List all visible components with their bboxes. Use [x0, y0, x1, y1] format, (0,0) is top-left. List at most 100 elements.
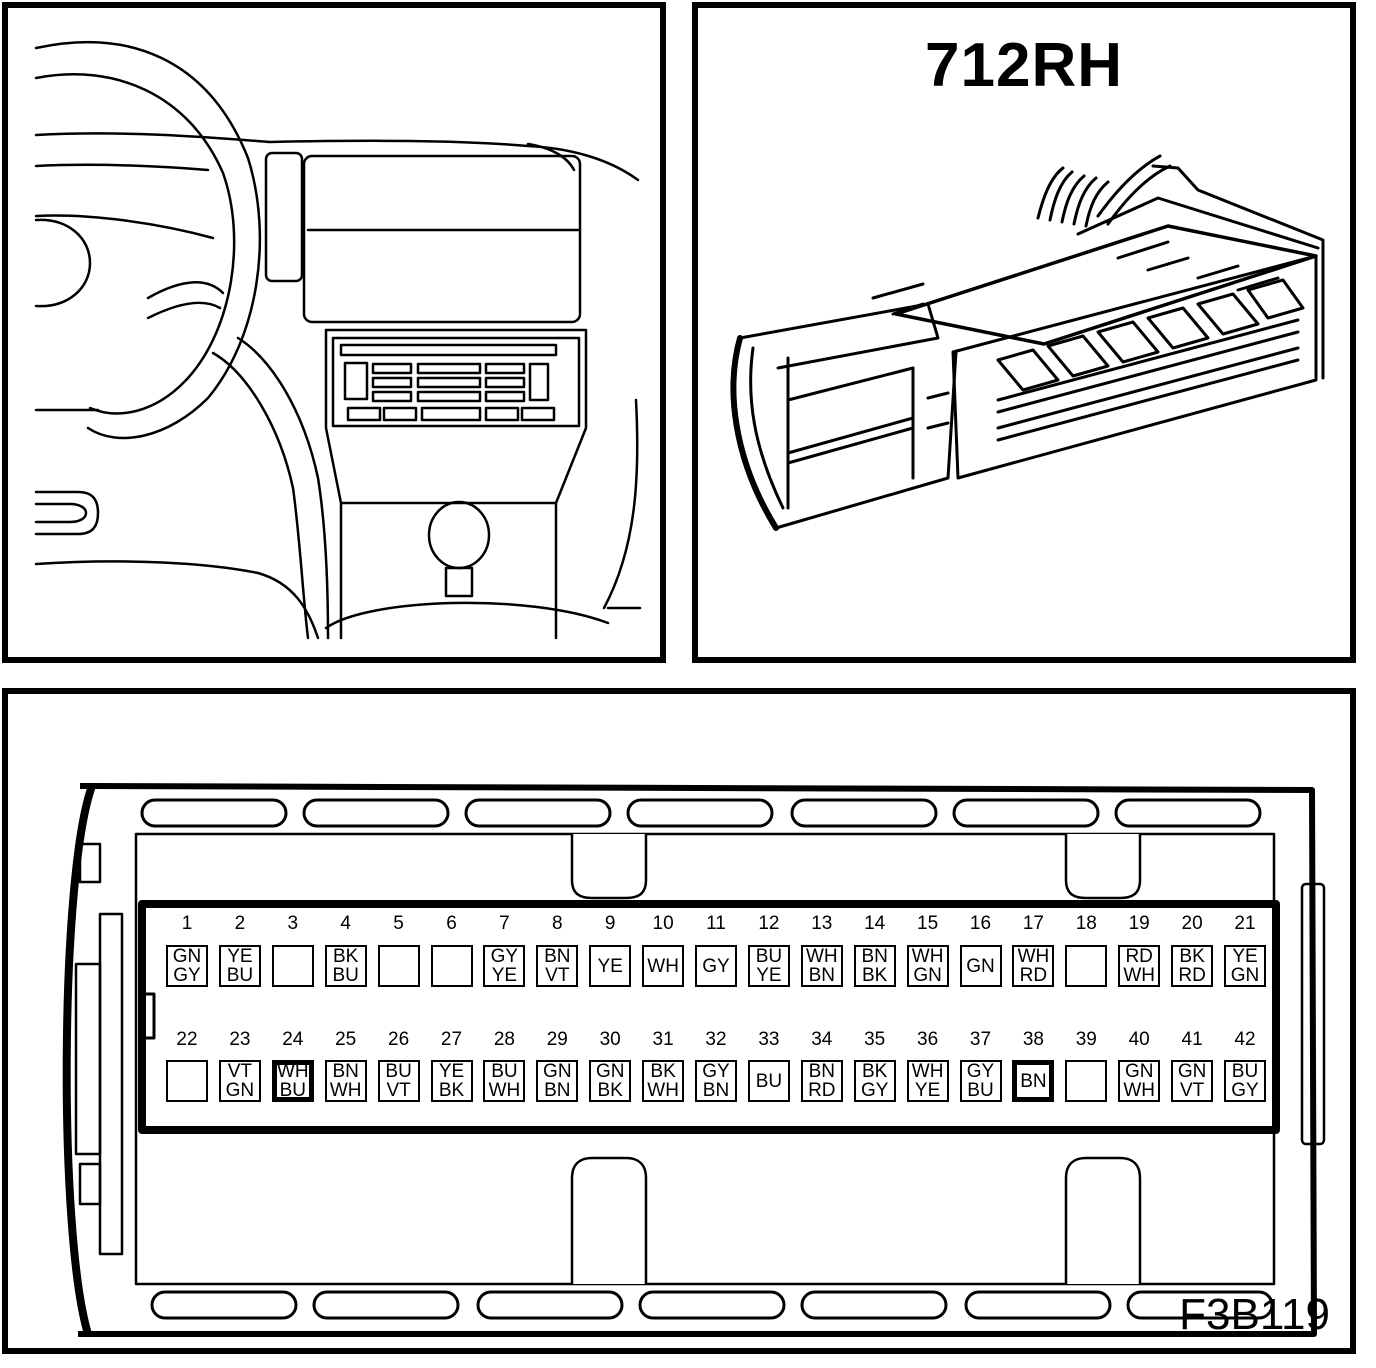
wire-color-code: WH: [276, 1061, 309, 1082]
wire-color-code: BK: [597, 1080, 623, 1101]
wire-color-code: GN: [1177, 1061, 1207, 1082]
pin-number-37: 37: [969, 1029, 992, 1050]
wire-color-code: YE: [1232, 946, 1258, 967]
pin-number-12: 12: [758, 913, 780, 934]
pin-number-29: 29: [546, 1029, 568, 1050]
wire-color-code: BN: [808, 965, 835, 986]
pin-number-23: 23: [229, 1029, 251, 1050]
wire-color-code: GY: [1231, 1080, 1259, 1101]
wire-color-code: BU: [332, 965, 359, 986]
pin-number-2: 2: [234, 913, 246, 934]
wire-color-code: GN: [595, 1061, 625, 1082]
pin-cavity-5: [377, 945, 420, 987]
pin-number-25: 25: [335, 1029, 357, 1050]
pin-number-26: 26: [388, 1029, 410, 1050]
pin-cavity-6: [430, 945, 473, 987]
wire-color-code: VT: [1179, 1080, 1205, 1101]
pin-number-21: 21: [1234, 913, 1256, 934]
pin-number-1: 1: [181, 913, 193, 934]
pin-number-33: 33: [758, 1029, 780, 1050]
pin-number-14: 14: [864, 913, 886, 934]
dashboard-location-panel: [2, 2, 666, 663]
pin-cavity-3: [271, 945, 314, 987]
wire-color-code: BU: [279, 1080, 306, 1101]
wire-color-code: GY: [490, 946, 519, 967]
pin-number-9: 9: [604, 913, 616, 934]
pin-number-24: 24: [282, 1029, 304, 1050]
wire-color-code: BN: [861, 946, 888, 967]
wire-color-code: WH: [647, 1080, 679, 1101]
connector-view-panel: 712RH: [692, 2, 1356, 663]
pin-number-28: 28: [493, 1029, 515, 1050]
pin-number-6: 6: [446, 913, 457, 934]
wire-color-code: WH: [1123, 965, 1156, 986]
wire-color-code: GY: [860, 1080, 889, 1101]
pin-cavity-39: [1065, 1060, 1108, 1102]
wire-color-code: GN: [913, 965, 942, 986]
wire-color-code: WH: [329, 1080, 362, 1101]
wire-color-code: YE: [491, 965, 518, 986]
wire-color-code: RD: [1178, 965, 1206, 986]
wire-color-code: BN: [1020, 1070, 1047, 1092]
wire-color-code: WH: [1123, 1080, 1156, 1101]
pin-cavity-18: [1065, 945, 1108, 987]
wire-color-code: BU: [491, 1061, 518, 1082]
pin-number-41: 41: [1181, 1029, 1203, 1050]
pin-number-27: 27: [440, 1029, 463, 1050]
pin-cavity-9: YE: [589, 945, 632, 987]
pin-number-17: 17: [1022, 913, 1044, 934]
wire-color-code: BK: [1179, 946, 1205, 967]
pin-number-11: 11: [706, 913, 726, 934]
wire-color-code: BU: [755, 946, 783, 967]
pin-number-20: 20: [1181, 913, 1203, 934]
pin-number-34: 34: [811, 1029, 833, 1050]
pin-number-32: 32: [705, 1029, 727, 1050]
wire-color-code: BU: [755, 1070, 783, 1092]
pin-cavity-10: WH: [642, 945, 685, 987]
wire-color-code: BU: [967, 1080, 994, 1101]
wire-color-code: BK: [438, 1080, 465, 1101]
figure-code: F3B119: [1179, 1290, 1330, 1339]
wire-color-code: BK: [333, 946, 359, 967]
pin-number-42: 42: [1234, 1029, 1256, 1050]
dashboard-drawing: [34, 40, 642, 640]
wire-color-code: GY: [702, 1061, 730, 1082]
wire-color-code: GN: [966, 955, 995, 977]
wire-color-code: BN: [808, 1061, 835, 1082]
pin-number-4: 4: [340, 913, 351, 934]
pin-number-3: 3: [287, 913, 299, 934]
wire-color-code: BU: [1231, 1061, 1259, 1082]
wire-color-code: VT: [227, 1061, 253, 1082]
wire-color-code: WH: [1017, 946, 1050, 967]
pin-number-7: 7: [499, 913, 510, 934]
wire-color-code: GN: [172, 946, 202, 967]
connector-title: 712RH: [925, 31, 1123, 100]
wire-color-code: GY: [173, 965, 201, 986]
pin-cavity-11: GY: [695, 945, 737, 987]
wire-color-code: YE: [597, 955, 623, 977]
pin-number-35: 35: [864, 1029, 886, 1050]
wire-color-code: GY: [702, 955, 730, 977]
wire-color-code: WH: [911, 1061, 944, 1082]
